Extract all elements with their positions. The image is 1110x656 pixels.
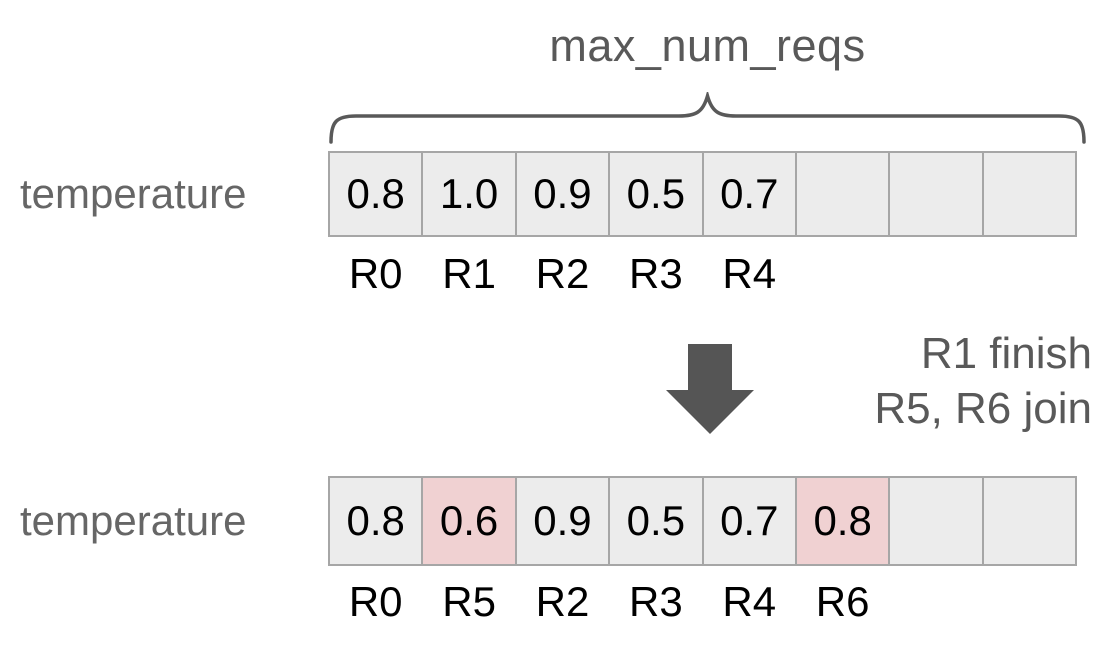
request-label: R0 [348, 250, 403, 297]
request-label: R4 [722, 578, 777, 625]
request-label: R5 [442, 578, 496, 625]
curly-brace [329, 92, 1086, 144]
array-cell: 0.5 [608, 151, 704, 237]
array-cell: 0.5 [608, 476, 704, 566]
request-label: R1 [442, 250, 496, 297]
request-label: R4 [722, 250, 777, 297]
transition-note-line1: R1 finish [920, 329, 1092, 378]
array-cell-highlighted: 0.6 [421, 476, 517, 566]
array-cell: 1.0 [421, 151, 517, 237]
array-cell: 0.7 [701, 151, 797, 237]
request-label: R2 [535, 578, 590, 625]
request-label: R6 [815, 578, 870, 625]
request-label: R2 [535, 250, 590, 297]
row1-request-labels: R0 R1 R2 R3 R4 [329, 250, 796, 298]
array-cell [981, 151, 1078, 237]
row2-label: temperature [20, 497, 247, 544]
array-cell: 0.7 [701, 476, 797, 566]
array-cell [888, 151, 984, 237]
array-cell: 0.9 [514, 476, 611, 566]
row1-label: temperature [20, 170, 247, 217]
array-cell [981, 476, 1078, 566]
transition-note-line2: R5, R6 join [874, 384, 1092, 433]
down-arrow-icon [666, 344, 754, 434]
row2-request-labels: R0 R5 R2 R3 R4 R6 [329, 578, 889, 626]
array-cell [794, 151, 891, 237]
request-label: R3 [629, 250, 683, 297]
array-cell: 0.8 [328, 476, 424, 566]
brace-title: max_num_reqs [549, 20, 866, 71]
array-cell: 0.9 [514, 151, 611, 237]
request-label: R0 [348, 578, 403, 625]
transition-note: R1 finish R5, R6 join [874, 326, 1092, 436]
request-label: R3 [629, 578, 683, 625]
array-cell [888, 476, 984, 566]
array-cell-highlighted: 0.8 [794, 476, 891, 566]
array-cell: 0.8 [328, 151, 424, 237]
